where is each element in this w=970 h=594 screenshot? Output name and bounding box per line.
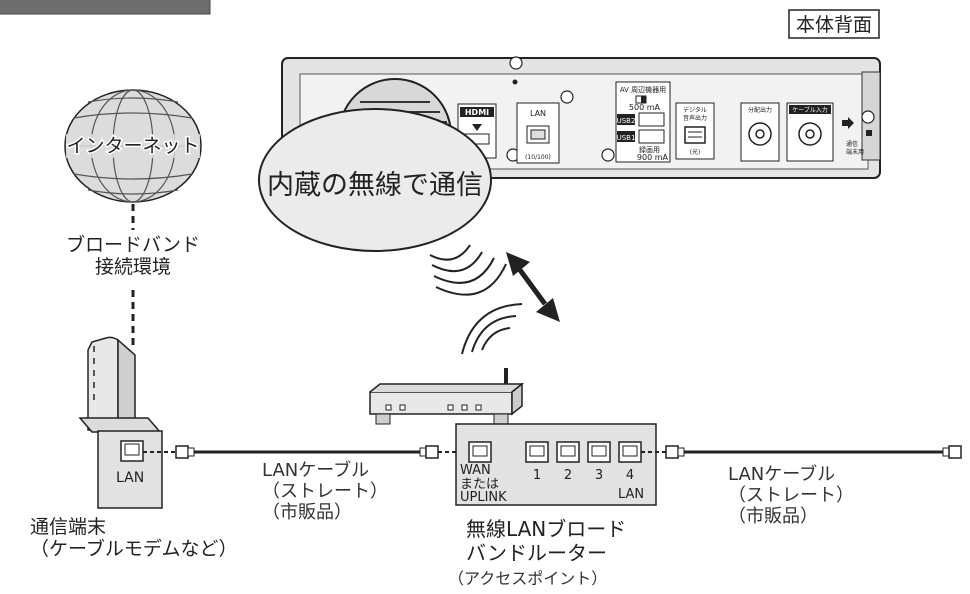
internet-globe-icon: インターネット <box>64 89 202 203</box>
internet-label: インターネット <box>66 135 199 157</box>
router-device: 1 2 3 4 <box>369 368 657 506</box>
right-cable-label: LANケーブル （ストレート） （市販品） <box>728 464 854 528</box>
service-label-line2: 端末用 <box>846 148 864 156</box>
two-way-arrow-icon <box>506 252 560 322</box>
modem-caption: 通信端末 （ケーブルモデムなど） <box>30 516 238 561</box>
service-label-line1: 通信 <box>846 140 858 148</box>
left-cable-label: LANケーブル （ストレート） （市販品） <box>262 460 388 524</box>
lan-speed-label: (10/100) <box>525 154 551 161</box>
av-label: AV 周辺機器用 <box>620 85 666 94</box>
port-number-1: 1 <box>533 468 541 483</box>
digital-audio-port <box>675 102 715 160</box>
distribution-out-label: 分配出力 <box>748 106 772 114</box>
port-number-3: 3 <box>595 468 603 483</box>
router-wan-label: WAN または UPLINK <box>460 463 507 506</box>
router-lan-label: LAN <box>618 487 645 502</box>
left-lan-cable <box>143 445 472 459</box>
right-lan-cable <box>641 445 962 459</box>
wireless-wave-icon <box>429 244 507 296</box>
router-caption: 無線LANブロード バンドルーター <box>466 517 627 565</box>
port-number-4: 4 <box>626 468 634 483</box>
bubble-text: 内蔵の無線で通信 <box>267 170 483 201</box>
digital-audio-line1: デジタル <box>683 106 707 114</box>
usb1-port <box>638 129 665 144</box>
port-number-2: 2 <box>564 468 572 483</box>
cable-in-label: ケーブル入力 <box>792 106 828 114</box>
device-lan-label: LAN <box>530 109 546 118</box>
usb2-label: USB2 <box>617 117 636 125</box>
broadband-label: ブロードバンド 接続環境 <box>66 234 200 279</box>
wireless-bubble: 内蔵の無線で通信 <box>258 108 492 252</box>
router-caption-sub: （アクセスポイント） <box>448 569 608 588</box>
usb2-port <box>638 112 665 127</box>
rear-panel-title: 本体背面 <box>796 14 872 36</box>
usb-current-top: 500 mA <box>629 103 661 112</box>
rear-panel-title-box <box>788 9 880 39</box>
top-tab <box>0 0 211 15</box>
usb1-label: USB1 <box>617 134 636 142</box>
optical-label: (光) <box>690 148 701 156</box>
usb-current-bottom: 900 mA <box>637 153 669 162</box>
screw-icon <box>506 56 875 162</box>
digital-audio-line2: 音声出力 <box>683 114 707 122</box>
modem-lan-label: LAN <box>116 470 145 486</box>
hdmi-label: HDMI <box>465 108 489 117</box>
modem-device <box>78 336 163 509</box>
hdd-label: 録画用 <box>639 145 660 154</box>
router-wave-icon <box>461 303 523 355</box>
